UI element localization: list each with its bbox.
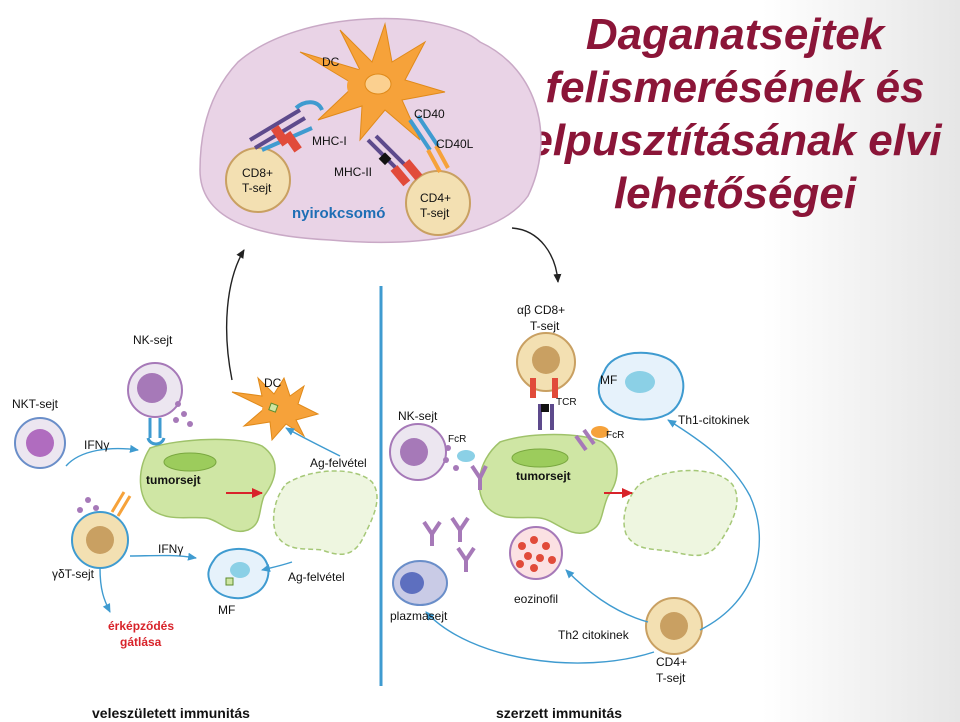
- cd40l-label: CD40L: [436, 137, 474, 151]
- cd4-tcell-adaptive: [645, 597, 703, 655]
- cd8-line2-adaptive: T-sejt: [530, 319, 560, 333]
- mhc2-label: MHC-II: [334, 165, 372, 179]
- tumor-label-adaptive: tumorsejt: [516, 469, 571, 483]
- nk-label-adaptive: NK-sejt: [398, 409, 438, 423]
- cd8-tcell-lymph: [225, 147, 291, 213]
- adaptive-section-label: szerzett immunitás: [496, 705, 622, 721]
- mf-cell-innate: [207, 548, 270, 600]
- arrow-th2-plasma: [425, 611, 655, 664]
- cd4-line1-adaptive: CD4+: [656, 655, 687, 669]
- arrow-ifn-top: [65, 444, 139, 467]
- dying-tumor-innate: [272, 470, 378, 555]
- nkt-label: NKT-sejt: [12, 397, 59, 411]
- mhc1-tcr-receptors: [248, 100, 324, 153]
- nk-cell-adaptive: [389, 423, 488, 490]
- mhc2-cd40-receptors: [366, 114, 450, 187]
- arrow-ifn-bottom: [129, 552, 197, 561]
- slide-title: Daganatsejtek felismerésének és elpusztí…: [515, 8, 955, 220]
- cd40-label: CD40: [414, 107, 445, 121]
- nk-cell-innate: [127, 362, 193, 446]
- dc-cell-innate: [231, 376, 320, 442]
- side-gradient-band: [762, 0, 960, 722]
- mf-cell-adaptive: [574, 351, 685, 452]
- cd4-line2-adaptive: T-sejt: [656, 671, 686, 685]
- title-line-4: lehetőségei: [613, 169, 857, 218]
- angiogenesis-line2: gátlása: [120, 635, 162, 649]
- arrow-angiogenesis: [99, 567, 111, 613]
- ag-uptake-label-1: Ag-felvétel: [310, 456, 367, 470]
- free-antibodies: [422, 516, 476, 572]
- cd8-line2-lymph: T-sejt: [242, 181, 272, 195]
- fcr-label-left: FcR: [448, 434, 466, 445]
- cd4-line1-lymph: CD4+: [420, 191, 451, 205]
- gdt-label: γδT-sejt: [52, 567, 95, 581]
- ag-uptake-label-2: Ag-felvétel: [288, 570, 345, 584]
- cd8-line1-adaptive: αβ CD8+: [517, 303, 565, 317]
- th2-label: Th2 citokinek: [558, 628, 630, 642]
- arrow-th2-eos: [565, 569, 649, 623]
- nk-label-innate: NK-sejt: [133, 333, 173, 347]
- arrow-ag-uptake-2: [261, 561, 293, 572]
- cd4-line2-lymph: T-sejt: [420, 206, 450, 220]
- ifn-label-top: IFNγ: [84, 438, 109, 452]
- dc-cell-lymph: [299, 22, 446, 142]
- innate-section-label: veleszületett immunitás: [92, 705, 250, 721]
- title-line-1: Daganatsejtek: [585, 10, 885, 59]
- tcr-label: TCR: [556, 397, 577, 408]
- arrow-th1: [667, 419, 761, 631]
- innate-panel: NK-sejt NKT-sejt DC IFNγ tumorsejt Ag-fe…: [12, 333, 378, 721]
- arrow-innate-to-node: [225, 249, 245, 381]
- gdt-cell-innate: [71, 491, 132, 569]
- nkt-cell-innate: [14, 417, 66, 469]
- mf-label-adaptive: MF: [600, 373, 617, 387]
- title-line-2: felismerésének és: [545, 63, 925, 112]
- tumor-label-innate: tumorsejt: [146, 473, 201, 487]
- eosinophil-cell: [509, 526, 563, 580]
- cd8-line1-lymph: CD8+: [242, 166, 273, 180]
- th1-label: Th1-citokinek: [678, 413, 750, 427]
- lymph-node-label: nyirokcsomó: [292, 205, 385, 222]
- dc-label-innate: DC: [264, 376, 282, 390]
- arrow-ag-uptake-1: [285, 427, 341, 457]
- eos-label: eozinofil: [514, 592, 558, 606]
- plasma-cell: [392, 560, 448, 606]
- angiogenesis-line1: érképződés: [108, 619, 174, 633]
- arrow-node-to-adaptive: [511, 227, 562, 283]
- lymph-node-panel: DC MHC-I MHC-II CD40 CD40L CD8+ T-sejt C…: [199, 17, 542, 244]
- plasma-label: plazmasejt: [390, 609, 448, 623]
- fcr-label-right: FcR: [606, 430, 624, 441]
- dc-label-lymph: DC: [322, 55, 340, 69]
- ifn-label-bottom: IFNγ: [158, 542, 183, 556]
- adaptive-panel: αβ CD8+ T-sejt MF NK-sejt TCR Th1-citoki…: [389, 303, 761, 721]
- mf-label-innate: MF: [218, 603, 235, 617]
- title-line-3: elpusztításának elvi: [528, 116, 942, 165]
- cd8-tcell-adaptive: [516, 332, 576, 430]
- mhc1-label: MHC-I: [312, 134, 347, 148]
- dying-tumor-adaptive: [623, 469, 738, 557]
